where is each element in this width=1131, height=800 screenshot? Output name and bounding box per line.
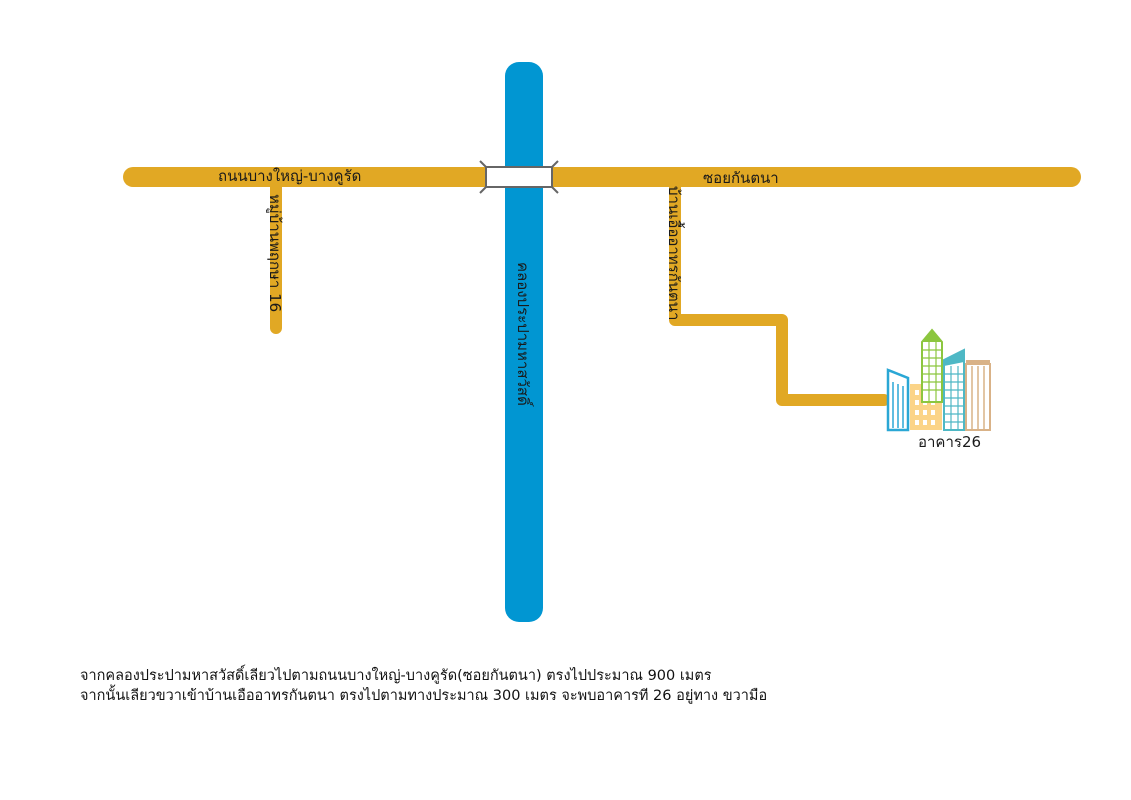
label-road-side-east: บ้านเอื้ออาทรกันตนา — [665, 186, 685, 320]
directions-line-1: จากคลองประปามหาสวัสดิ์เลียวไปตามถนนบางให… — [80, 668, 712, 684]
label-road-main-east: ซอยกันตนา — [703, 169, 779, 187]
canal — [505, 62, 543, 622]
road-side-east — [669, 176, 890, 406]
label-road-side-west: หมู่บ้านพฤกษา 16 — [266, 194, 284, 312]
label-destination: อาคาร26 — [918, 433, 981, 451]
label-canal: คลองประปามหาสวัสดิ์ — [514, 262, 534, 408]
bridge — [479, 160, 559, 194]
directions-text: จากคลองประปามหาสวัสดิ์เลียวไปตามถนนบางให… — [80, 666, 1080, 706]
buildings-icon — [886, 328, 991, 432]
directions-line-2: จากนั้นเลียวขวาเข้าบ้านเอืออาทรกันตนา ตร… — [80, 688, 768, 704]
label-road-main-west: ถนนบางใหญ่-บางคูรัด — [218, 167, 361, 185]
